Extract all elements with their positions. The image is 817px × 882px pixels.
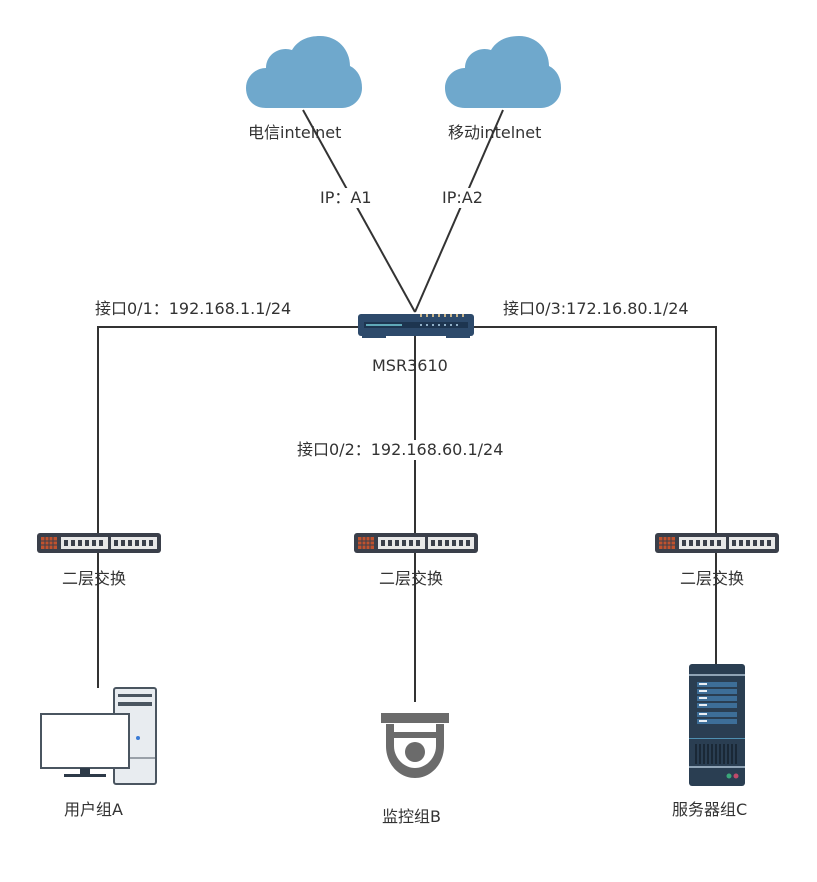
link-telecom-router xyxy=(302,109,416,313)
server-group-label: 服务器组C xyxy=(672,800,748,819)
desktop-computer-icon[interactable] xyxy=(40,686,158,786)
camera-group-label: 监控组B xyxy=(382,807,441,826)
link-router-switch-left xyxy=(97,326,360,540)
port-0-1-label: 接口0/1：192.168.1.1/24 xyxy=(95,299,292,318)
switch-left-label: 二层交换 xyxy=(62,569,127,588)
switch-icon[interactable] xyxy=(354,531,478,555)
router-icon[interactable] xyxy=(358,310,474,340)
user-group-label: 用户组A xyxy=(64,800,123,819)
router-label: MSR3610 xyxy=(372,356,448,375)
link-router-switch-right xyxy=(472,326,717,540)
cloud-telecom-label: 电信intelnet xyxy=(248,123,342,142)
cloud-icon xyxy=(445,36,561,108)
link-mobile-router xyxy=(414,109,504,313)
server-icon[interactable] xyxy=(689,664,745,786)
surveillance-camera-icon[interactable] xyxy=(380,712,450,780)
mobile-ip-label: IP:A2 xyxy=(442,188,483,208)
switch-icon[interactable] xyxy=(37,531,161,555)
telecom-ip-label: IP：A1 xyxy=(320,188,372,208)
switch-right-label: 二层交换 xyxy=(680,569,745,588)
cloud-icon xyxy=(246,36,362,108)
switch-mid-label: 二层交换 xyxy=(379,569,444,588)
port-0-3-label: 接口0/3:172.16.80.1/24 xyxy=(503,299,689,318)
port-0-2-label: 接口0/2：192.168.60.1/24 xyxy=(297,440,504,460)
cloud-mobile-label: 移动intelnet xyxy=(448,123,542,142)
switch-icon[interactable] xyxy=(655,531,779,555)
